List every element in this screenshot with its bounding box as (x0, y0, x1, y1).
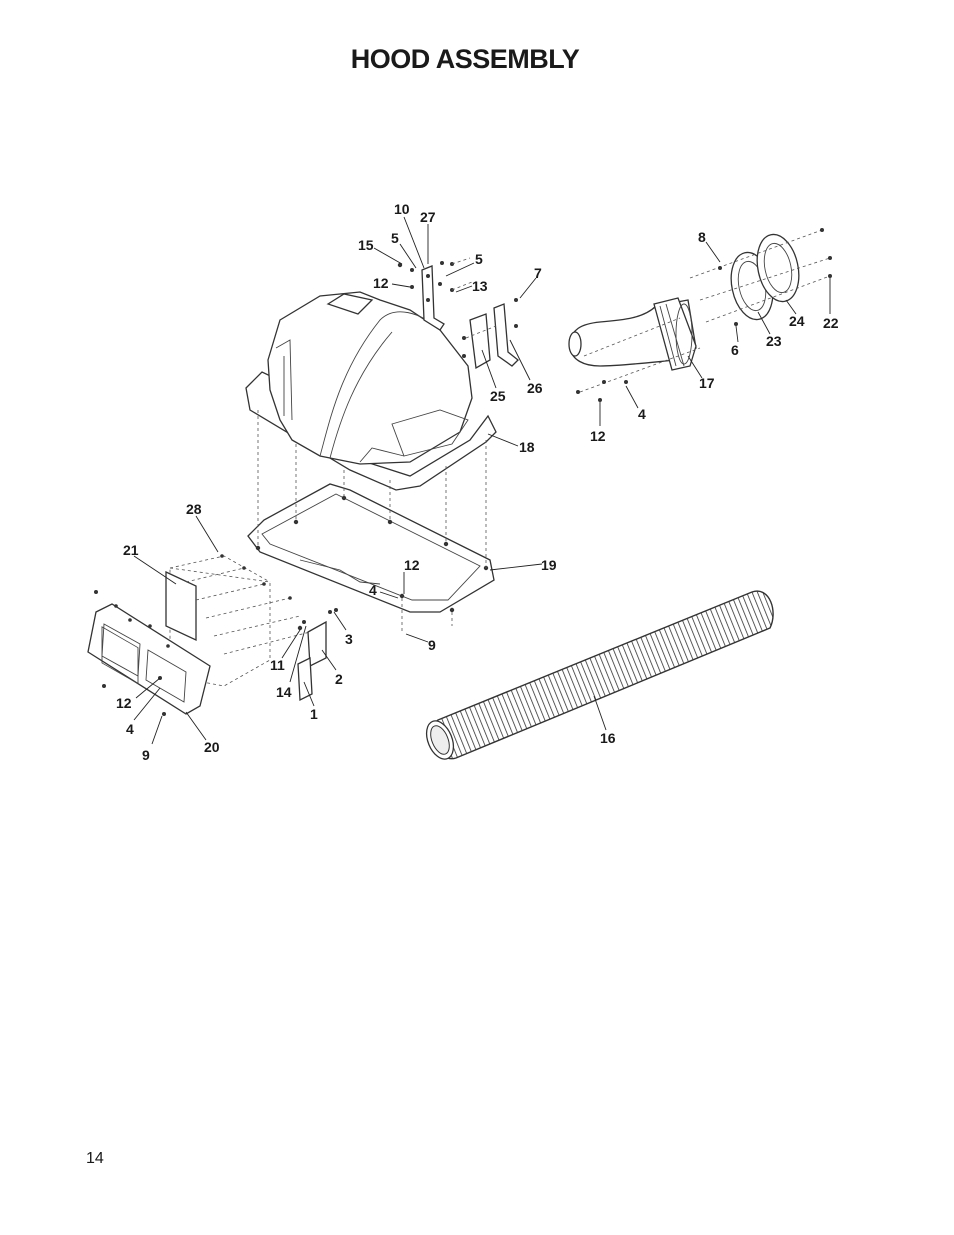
adapter-plate (87, 590, 211, 716)
page-number: 14 (86, 1150, 104, 1167)
callout-3: 3 (345, 631, 353, 647)
callout-12: 12 (116, 695, 132, 711)
callout-12: 12 (373, 275, 389, 291)
callout-4: 4 (369, 582, 377, 598)
latch-parts (297, 608, 338, 702)
callout-5: 5 (475, 251, 483, 267)
callout-22: 22 (823, 315, 839, 331)
callout-15: 15 (358, 237, 374, 253)
callout-13: 13 (472, 278, 488, 294)
mount-bracket-10 (421, 265, 445, 331)
callout-17: 17 (699, 375, 715, 391)
elbow-hardware (576, 228, 832, 402)
callout-12: 12 (590, 428, 606, 444)
intake-boot (165, 555, 271, 687)
callout-6: 6 (731, 342, 739, 358)
vacuum-hose (425, 590, 774, 760)
mount-bracket-25-26 (469, 303, 519, 370)
callout-1: 1 (310, 706, 318, 722)
flange-ring-24 (756, 233, 800, 303)
callout-5: 5 (391, 230, 399, 246)
callout-9: 9 (142, 747, 150, 763)
callout-21: 21 (123, 542, 139, 558)
callout-10: 10 (394, 201, 410, 217)
callout-7: 7 (534, 265, 542, 281)
top-hardware (397, 257, 518, 358)
callout-8: 8 (698, 229, 706, 245)
callout-12: 12 (404, 557, 420, 573)
discharge-elbow (568, 297, 697, 371)
intake-hardware (185, 554, 311, 655)
callout-18: 18 (519, 439, 535, 455)
callout-11: 11 (270, 657, 285, 673)
callout-27: 27 (420, 209, 436, 225)
callout-16: 16 (600, 730, 616, 746)
hood-frame-alignment-lines (257, 410, 487, 632)
callout-25: 25 (490, 388, 506, 404)
callout-26: 26 (527, 380, 543, 396)
callout-leaders (133, 216, 831, 745)
callout-4: 4 (126, 721, 134, 737)
callout-2: 2 (335, 671, 343, 687)
callout-24: 24 (789, 313, 805, 329)
callout-14: 14 (276, 684, 292, 700)
callout-9: 9 (428, 637, 436, 653)
callout-19: 19 (541, 557, 557, 573)
callout-23: 23 (766, 333, 782, 349)
callout-20: 20 (204, 739, 220, 755)
page-title: HOOD ASSEMBLY (350, 44, 580, 74)
hood-housing (245, 291, 497, 491)
callout-4: 4 (638, 406, 646, 422)
callout-28: 28 (186, 501, 202, 517)
